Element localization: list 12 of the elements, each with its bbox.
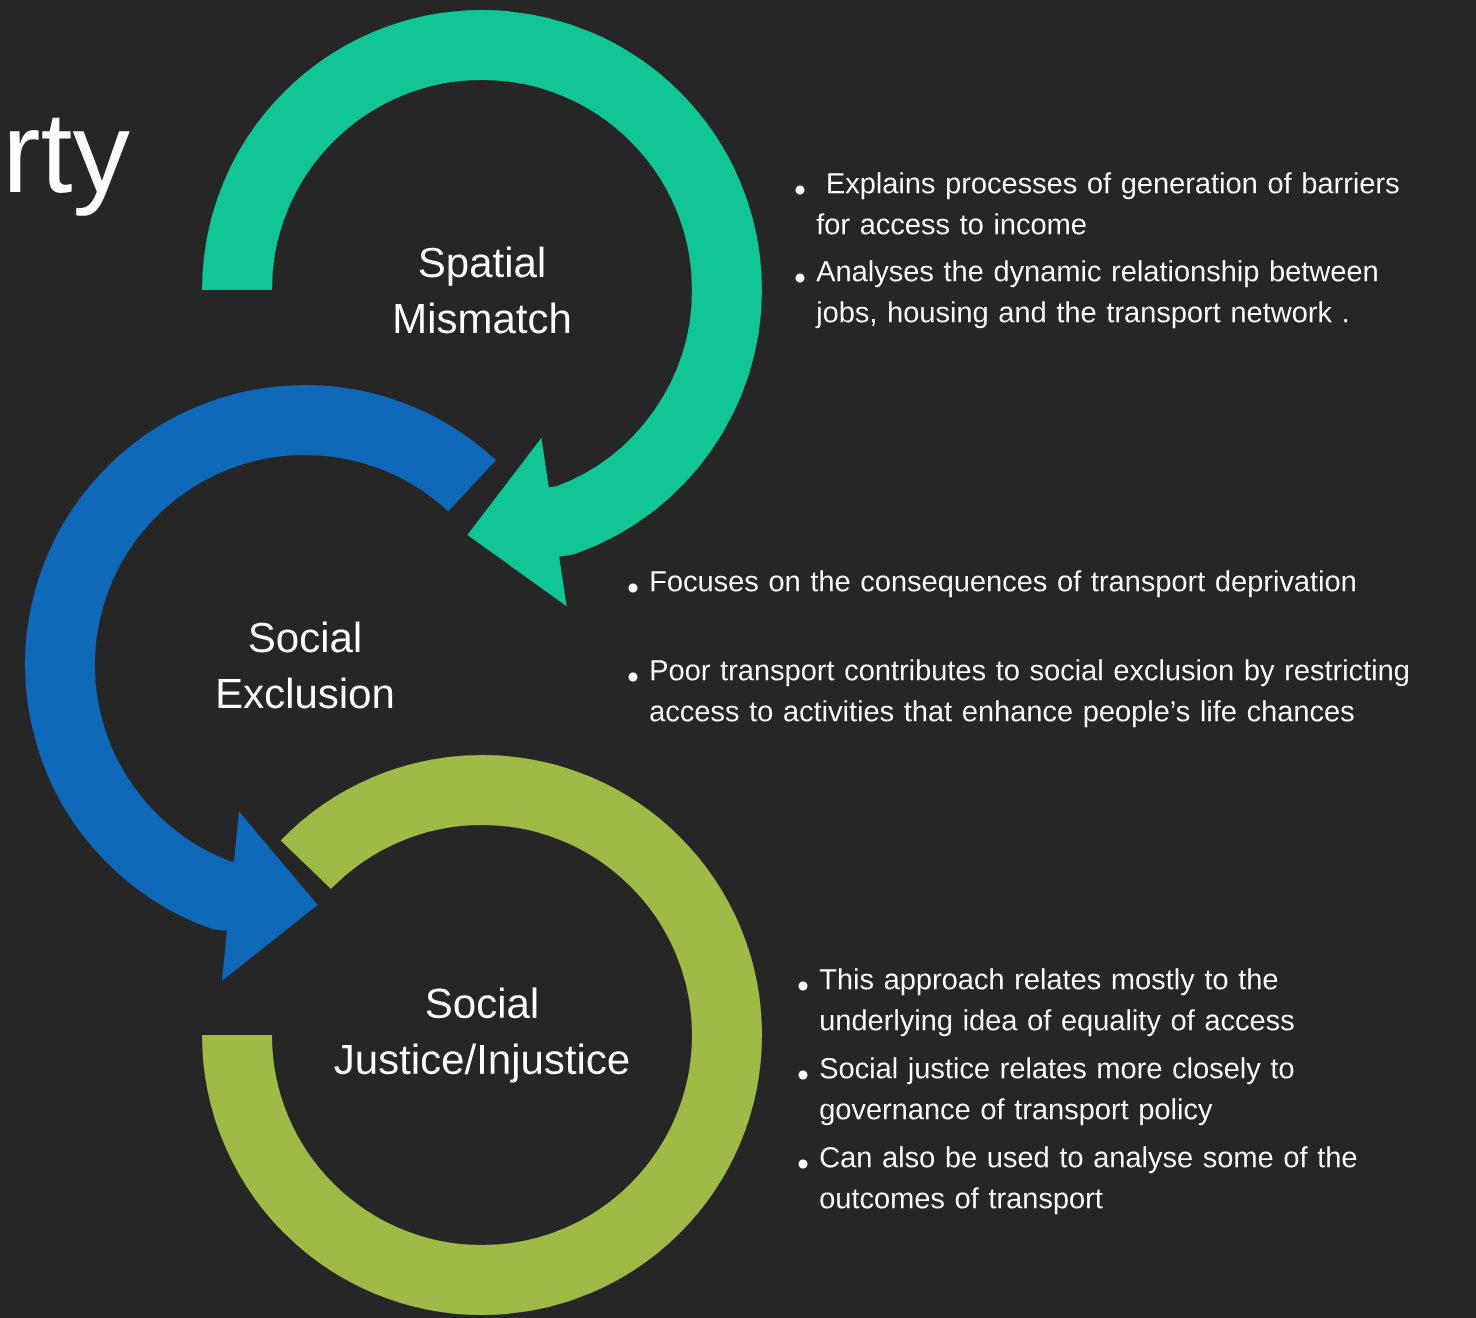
bullet-text: Social justice relates more closely to governance of transport policy (820, 1057, 1294, 1126)
circular-arrow (202, 10, 762, 607)
bullet-text: This approach relates mostly to the underlying idea of equality of access (819, 968, 1294, 1037)
ring-label: Social Justice/Injustice (334, 987, 629, 1083)
bullet-text: Can also be used to analyse some of the outcomes of transport (820, 1146, 1357, 1215)
ring-label: Spatial Mismatch (395, 246, 570, 334)
bullet-text: Focuses on the consequences of transport deprivation (651, 570, 1355, 598)
bullet-text: Explains processes of generation of barriers for access to income (816, 172, 1399, 235)
ring-label: Social Exclusion (218, 621, 393, 709)
title-text: rty (9, 117, 130, 216)
bullet-text: Poor transport contributes to social exclusion by restricting access to activities that enhance people’s life chances (650, 659, 1408, 728)
bullet-text: Analyses the dynamic relationship between jobs, housing and the transport network . (815, 260, 1377, 329)
